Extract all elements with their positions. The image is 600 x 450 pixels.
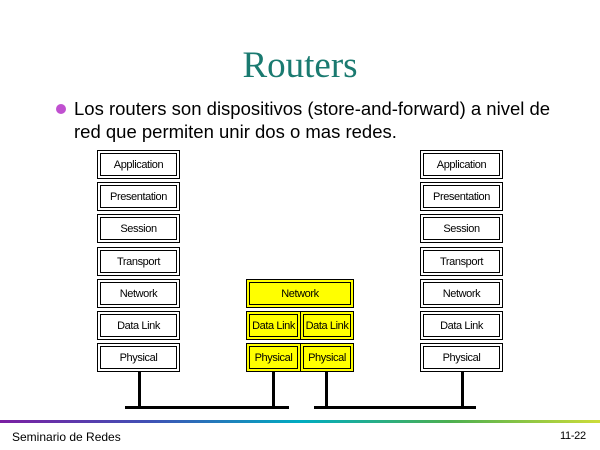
bullet-dot-icon [56,104,66,114]
router-layer-data-link-left: Data Link [246,311,301,340]
router-layer-network: Network [246,279,354,308]
left-layer-physical: Physical [97,343,180,372]
right-layer-presentation: Presentation [420,182,503,211]
right-layer-data-link: Data Link [420,311,503,340]
router-right-drop-wire [325,372,328,409]
footer-course-name: Seminario de Redes [12,430,121,444]
router-layer-physical-right: Physical [300,343,354,372]
left-layer-presentation: Presentation [97,182,180,211]
footer-slide-number: 11-22 [560,430,586,442]
router-layer-physical-left: Physical [246,343,301,372]
right-layer-transport: Transport [420,247,503,276]
left-layer-transport: Transport [97,247,180,276]
right-layer-network: Network [420,279,503,308]
bullet-text: Los routers son dispositivos (store-and-… [74,98,551,142]
right-layer-physical: Physical [420,343,503,372]
left-layer-network: Network [97,279,180,308]
left-layer-session: Session [97,214,180,243]
right-layer-application: Application [420,150,503,179]
left-layer-data-link: Data Link [97,311,180,340]
network-bus-left [125,406,289,409]
right-layer-session: Session [420,214,503,243]
left-layer-application: Application [97,150,180,179]
footer-divider [0,420,600,423]
router-left-drop-wire [272,372,275,409]
slide-title: Routers [242,45,358,86]
right-host-drop-wire [461,372,464,409]
left-host-drop-wire [138,372,141,409]
network-bus-right [314,406,476,409]
router-layer-data-link-right: Data Link [300,311,354,340]
